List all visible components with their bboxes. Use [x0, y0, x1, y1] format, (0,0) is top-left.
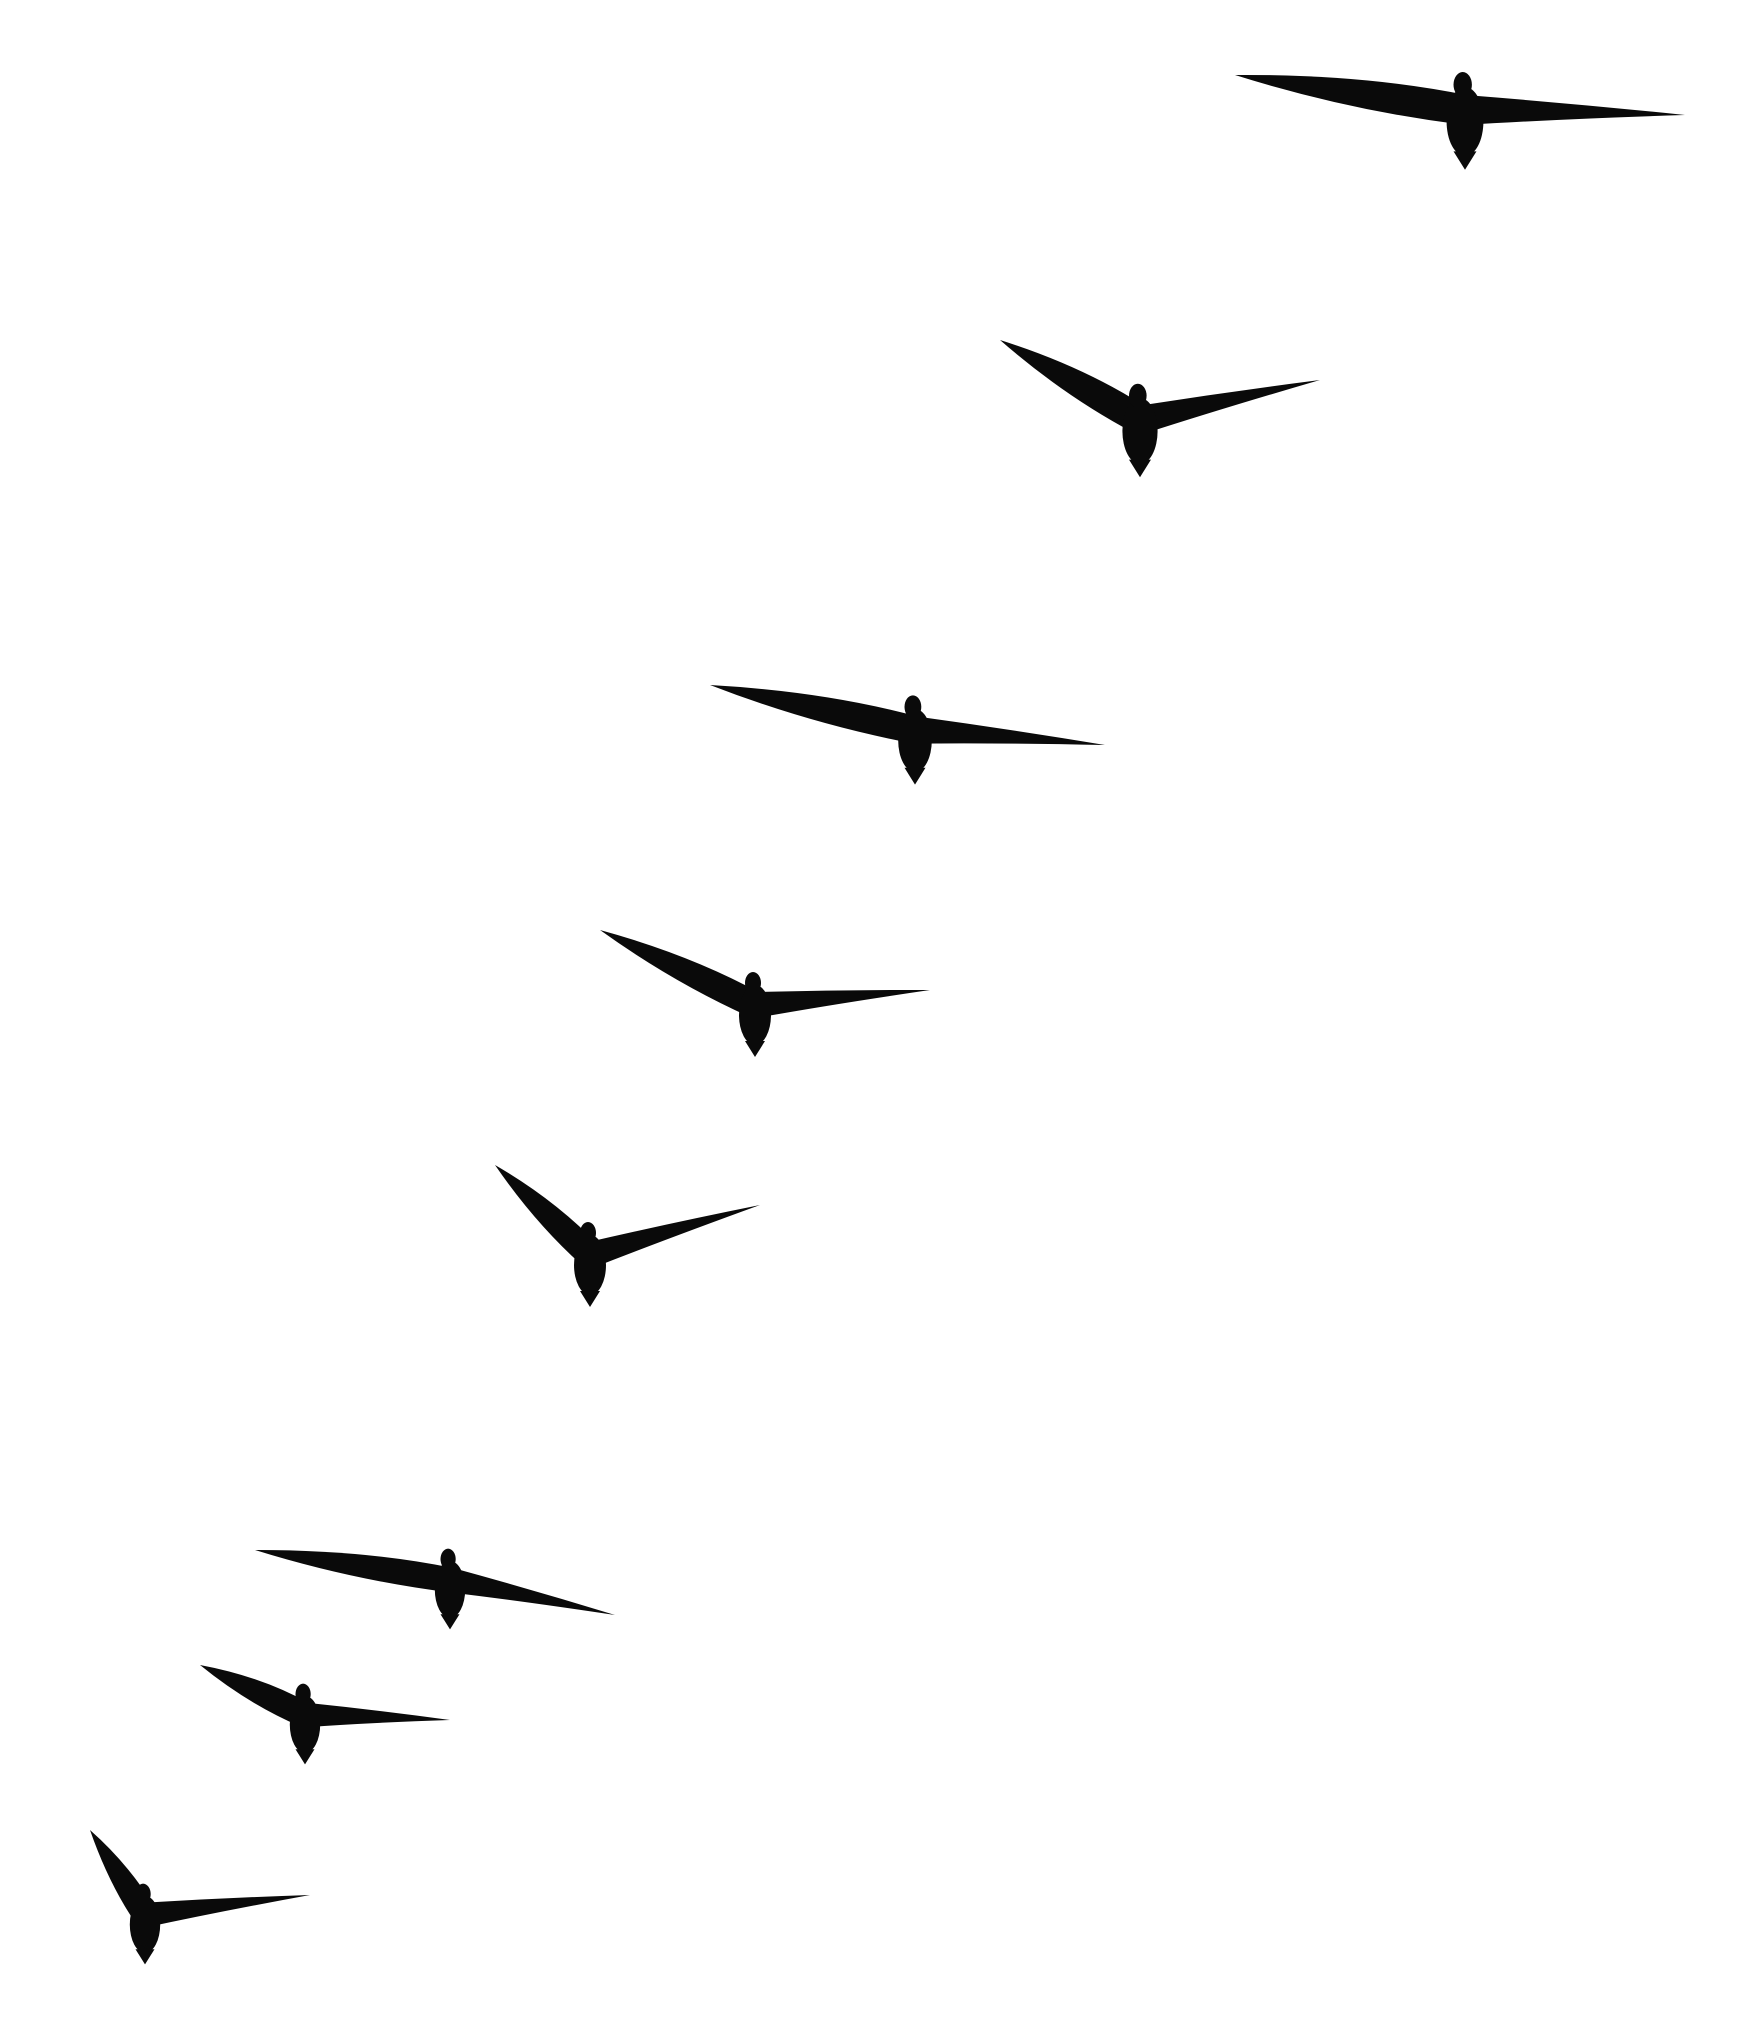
bird-head: [1129, 383, 1147, 408]
bird-head: [135, 1883, 151, 1905]
bird-body: [739, 985, 771, 1045]
bird-right-wing: [913, 716, 1105, 745]
bird-left-wing: [600, 930, 761, 1017]
bird-left-wing: [495, 1165, 599, 1265]
bird-body: [1122, 398, 1158, 464]
bird-2: [1000, 340, 1320, 478]
bird-tail: [1129, 459, 1151, 478]
bird-head: [580, 1222, 596, 1244]
bird-right-wing: [304, 1702, 450, 1728]
bird-flock: [90, 72, 1685, 1965]
bird-right-wing: [586, 1205, 760, 1268]
bird-left-wing: [255, 1549, 452, 1593]
bird-tail: [904, 767, 926, 785]
bird-right-wing: [753, 989, 930, 1018]
bird-tail: [135, 1949, 155, 1965]
bird-tail: [580, 1291, 600, 1307]
bird-right-wing: [1464, 95, 1685, 125]
bird-tail: [1453, 151, 1477, 170]
bird-head: [904, 695, 922, 719]
bird-body: [129, 1896, 161, 1953]
bird-1: [1235, 72, 1685, 170]
bird-5: [495, 1165, 760, 1307]
bird-left-wing: [1235, 74, 1468, 125]
bird-right-wing: [143, 1895, 310, 1928]
bird-head: [440, 1548, 456, 1570]
bird-head: [1453, 72, 1472, 98]
bird-tail: [295, 1749, 315, 1765]
bird-head: [745, 972, 761, 994]
bird-body: [434, 1561, 466, 1618]
bird-4: [600, 930, 930, 1057]
bird-left-wing: [200, 1665, 311, 1727]
bird-tail: [440, 1614, 460, 1630]
bird-body: [1446, 87, 1484, 156]
bird-body: [289, 1696, 321, 1753]
bird-8: [90, 1830, 310, 1965]
bird-body: [898, 709, 932, 772]
bird-3: [710, 685, 1105, 785]
bird-7: [200, 1665, 450, 1765]
bird-6: [255, 1548, 615, 1630]
bird-body: [574, 1235, 606, 1295]
bird-tail: [745, 1041, 765, 1057]
bird-right-wing: [1136, 380, 1320, 434]
bird-left-wing: [1000, 340, 1148, 433]
bird-head: [295, 1683, 311, 1705]
bird-left-wing: [710, 685, 918, 744]
bird-right-wing: [447, 1567, 615, 1615]
